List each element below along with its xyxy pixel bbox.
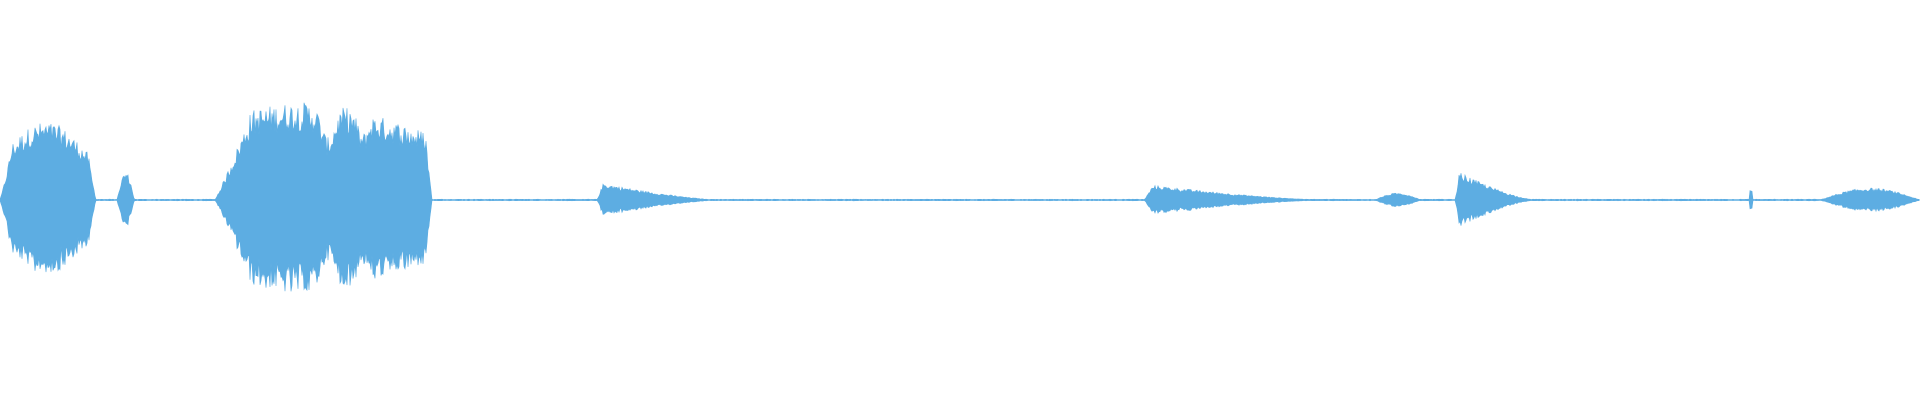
waveform-trace xyxy=(0,102,1920,292)
